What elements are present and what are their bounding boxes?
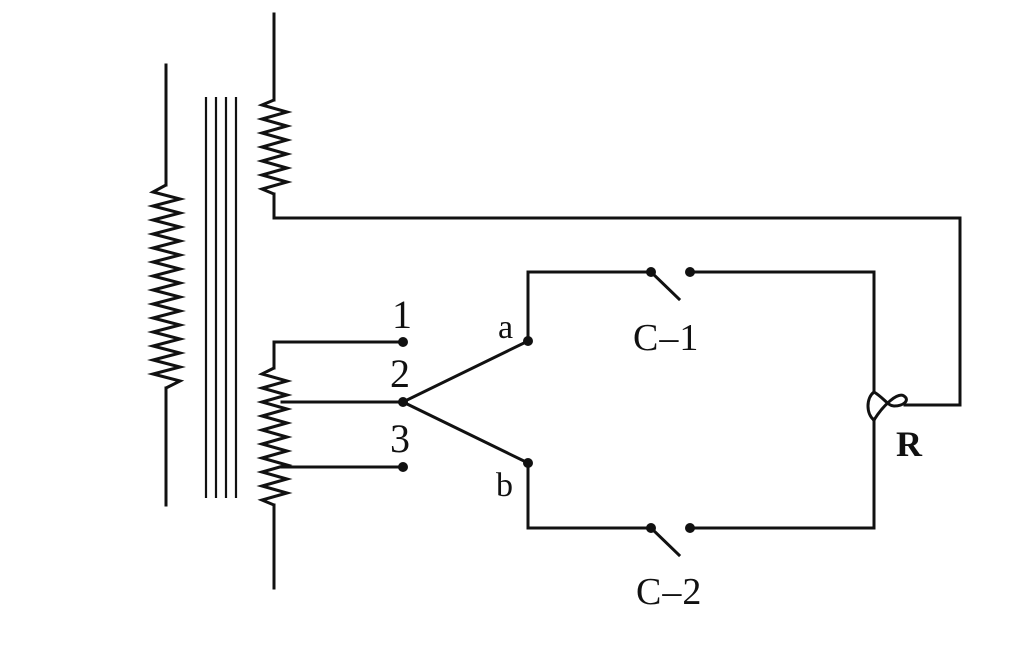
selector-blade-a [400, 338, 531, 405]
upper-secondary-winding [256, 12, 962, 407]
contactor-c2-blade [648, 525, 682, 558]
relay-r-label: R [896, 424, 923, 464]
tapped-winding [256, 340, 405, 590]
relay-r-symbol [866, 389, 908, 423]
contactor-c1-branch [526, 267, 876, 394]
tap-2-label: 2 [390, 351, 410, 396]
terminal-a-label: a [498, 309, 513, 346]
primary-winding [147, 63, 186, 507]
tap-3-label: 3 [390, 416, 410, 461]
selector-blade-b [400, 399, 531, 466]
tap-1-node [398, 337, 408, 347]
terminal-b-label: b [496, 467, 513, 504]
tap-3-node [398, 462, 408, 472]
contactor-c1-blade [648, 269, 682, 302]
transformer-core [204, 97, 238, 498]
contactor-c2-label: C–2 [636, 571, 702, 613]
tap-1-label: 1 [392, 292, 412, 337]
contactor-c1-label: C–1 [633, 317, 699, 359]
contactor-c2-branch [526, 418, 876, 558]
